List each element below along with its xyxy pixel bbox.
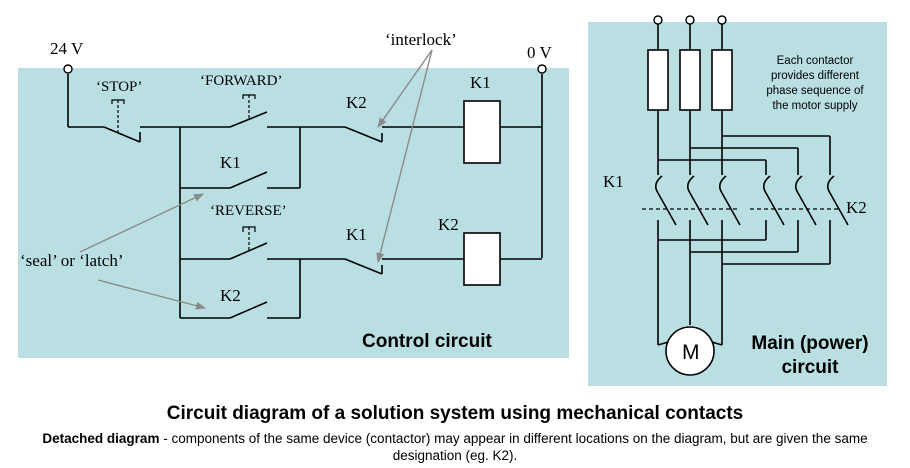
circuit-diagram: 24 V 0 V ‘STOP’ ‘FORWARD’ ‘REVERSE’ ‘int… [18, 15, 887, 386]
contact-hooks [654, 175, 835, 194]
label-k1-coil: K1 [470, 73, 491, 92]
label-k1-interlock: K1 [346, 225, 367, 244]
label-k2-seal: K2 [220, 286, 241, 305]
caption-text: - components of the same device (contact… [159, 431, 868, 463]
figure-title: Circuit diagram of a solution system usi… [166, 403, 744, 424]
label-stop: ‘STOP’ [96, 79, 142, 95]
label-interlock: ‘interlock’ [385, 30, 457, 49]
note-line-1: Each contactor [777, 55, 854, 67]
note-line-4: the motor supply [772, 100, 857, 112]
annotation-arrows [79, 49, 433, 310]
terminal-24v [63, 64, 73, 74]
motor [665, 326, 715, 376]
motor-label: M [682, 341, 700, 364]
label-main-k2: K2 [846, 198, 867, 217]
label-seal-latch: ‘seal’ or ‘latch’ [20, 251, 124, 270]
pushbutton-actuators [111, 94, 256, 250]
label-reverse: ‘REVERSE’ [210, 203, 287, 219]
power-wiring [647, 24, 849, 346]
label-forward: ‘FORWARD’ [200, 73, 283, 89]
figure-caption: Detached diagram - components of the sam… [0, 430, 910, 464]
label-0v: 0 V [527, 43, 552, 62]
note-line-2: provides different [771, 70, 860, 82]
main-circuit-title-line1: Main (power) [751, 333, 868, 354]
label-24v: 24 V [50, 39, 84, 58]
main-circuit-panel [588, 22, 887, 386]
label-main-k1: K1 [603, 172, 624, 191]
control-circuit-wiring [67, 74, 543, 319]
terminal-0v [537, 64, 547, 74]
caption-bold-lead: Detached diagram [42, 431, 160, 446]
label-k2-coil: K2 [438, 215, 459, 234]
label-k2-interlock: K2 [346, 93, 367, 112]
note-line-3: phase sequence of [766, 85, 864, 97]
main-circuit-title-line2: circuit [781, 357, 839, 378]
label-k1-seal: K1 [220, 153, 241, 172]
control-circuit-title: Control circuit [362, 331, 493, 352]
